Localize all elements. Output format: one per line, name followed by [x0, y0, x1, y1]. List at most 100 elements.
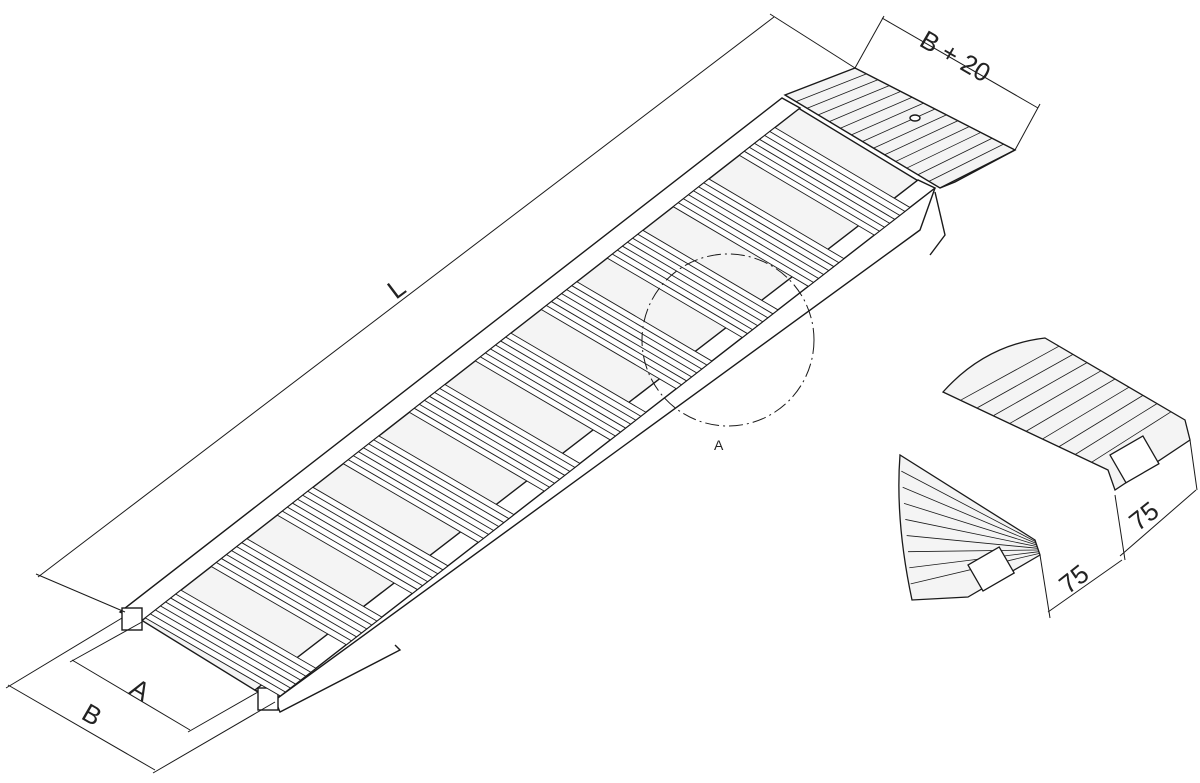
slat-rib [358, 451, 494, 531]
slat-rib [226, 554, 362, 634]
slat-rib [175, 593, 312, 673]
slat [738, 126, 911, 236]
slat-rib [439, 388, 576, 468]
dimension-lines [5, 13, 1041, 774]
dim-length-ext-left [35, 573, 126, 613]
profile-rib [902, 486, 1037, 544]
slat-rib [495, 344, 631, 425]
slat-rib [348, 459, 484, 539]
profile-rib [909, 551, 1039, 569]
label-height-left: 75 [1053, 558, 1094, 599]
left-end-cap [121, 607, 143, 631]
slat-rib [414, 407, 550, 488]
slat-rib [571, 285, 708, 366]
label-height-right: 75 [1123, 495, 1164, 536]
profile-rib [1058, 395, 1144, 447]
plate-rib [840, 96, 913, 129]
dim-inner-width-line [71, 659, 191, 731]
slat [474, 332, 647, 441]
slat-rib [236, 546, 372, 626]
slat-rib [500, 340, 636, 421]
slat-rib [424, 400, 560, 480]
slat [672, 178, 845, 287]
slat-rib [612, 253, 748, 334]
slat-rib [434, 392, 570, 472]
slat-rib [698, 186, 834, 267]
plate-rib [906, 132, 981, 169]
label-detail: A [714, 437, 724, 453]
label-inner-width: A [125, 672, 156, 707]
slat-rib [678, 202, 814, 283]
slat-rib [221, 558, 357, 638]
slat-rib [216, 562, 352, 642]
slat [144, 589, 317, 697]
slat-rib [556, 297, 692, 378]
profile-rib [993, 362, 1088, 416]
plate-rib [917, 137, 993, 176]
label-length: L [382, 272, 412, 305]
slat-rib [485, 352, 621, 433]
top-plate-lip [939, 149, 1016, 189]
slat-rib [368, 443, 504, 523]
plate-rib [873, 114, 947, 149]
profile-rib [1042, 386, 1130, 440]
slat-rib [637, 233, 774, 315]
plate-rib [829, 91, 901, 122]
slat-rib [297, 498, 433, 579]
slat [342, 435, 515, 543]
label-top-width: B + 20 [915, 24, 996, 88]
profile-rib [977, 354, 1074, 408]
slat [276, 486, 449, 595]
slat-rib [764, 135, 900, 216]
slat [606, 229, 779, 339]
slat-rib [754, 143, 890, 224]
profile-rib [1075, 403, 1158, 455]
slat-rib [150, 613, 286, 693]
slat [408, 383, 581, 492]
plate-rib [795, 73, 867, 103]
dim-inner-width-ext-right [187, 691, 259, 733]
dim-outer-width-line [7, 684, 156, 771]
slat-rib [561, 293, 697, 374]
ramp-slats [144, 126, 911, 697]
plate-rib [884, 120, 959, 156]
profile-rib [906, 535, 1038, 549]
ramp-side-edge [274, 187, 936, 701]
slat-rib [490, 348, 626, 429]
slat-rib [282, 510, 418, 590]
plate-rib [818, 85, 890, 116]
slat-rib [566, 289, 702, 370]
plate-rib [851, 102, 924, 136]
profile-detail-upper [941, 337, 1191, 492]
slat-rib [505, 336, 642, 417]
dim-outer-width-ext-right [152, 701, 276, 774]
slat-rib [160, 605, 296, 685]
slat-rib [551, 301, 687, 382]
profile-dimensions [1039, 439, 1198, 619]
profile-rib [901, 470, 1036, 543]
slat-rib [307, 490, 444, 571]
slat-rib [749, 146, 885, 228]
profile-rib [961, 345, 1060, 401]
slat-rib [617, 249, 753, 330]
plate-rib [806, 79, 879, 109]
profile-rib [905, 519, 1038, 548]
top-plate-hook [929, 191, 946, 256]
slat-rib [429, 396, 565, 476]
dim-top-width-line [881, 17, 1039, 109]
slat-rib [287, 506, 423, 586]
slat-rib [231, 550, 367, 630]
dim-inner-width-ext-left [69, 621, 143, 663]
slat-rib [292, 502, 428, 583]
slat-rib [769, 131, 906, 212]
profile-detail-lower [898, 453, 1041, 601]
top-plate-ribs [795, 73, 1004, 182]
slat-rib [627, 241, 763, 323]
slat-rib [353, 455, 489, 535]
slat-rib [155, 609, 291, 689]
slat-rib [363, 447, 499, 527]
dim-top-width-ext-right [1014, 103, 1041, 151]
slat-rib [632, 237, 768, 319]
